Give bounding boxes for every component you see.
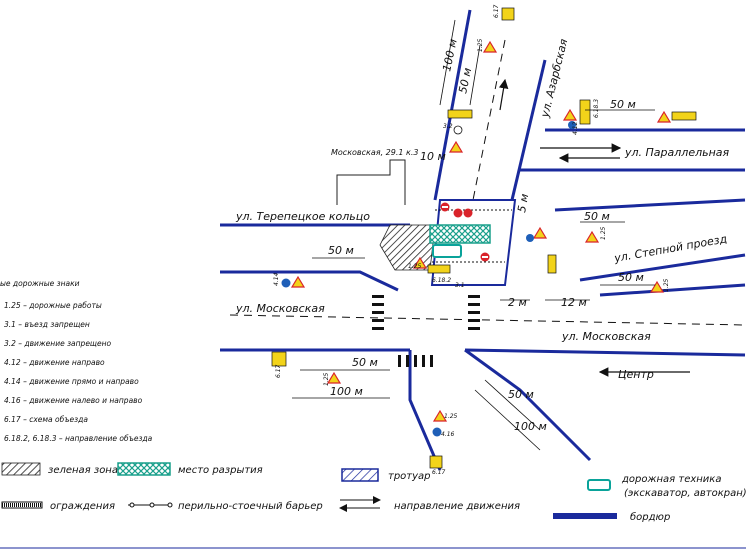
building-outline <box>336 159 406 205</box>
sign-label: 4.14 <box>273 272 280 286</box>
sign-legend-item: 3.1 – въезд запрещен <box>4 320 90 329</box>
detour-scheme-sign-icon <box>501 7 515 21</box>
dim-12m: 12 м <box>561 296 587 309</box>
road-signs <box>271 7 697 469</box>
green-zone-area <box>379 224 436 271</box>
sign-legend-item: 4.14 – движение прямо и направо <box>4 377 139 386</box>
sign-legend-item: 6.17 – схема объезда <box>4 415 88 424</box>
sign-label: 1.25 <box>600 226 607 240</box>
crosswalks <box>372 295 480 367</box>
sign-legend-item: 4.12 – движение направо <box>4 358 105 367</box>
no-entry-signs <box>440 202 490 262</box>
sign-label: 1.25 <box>323 372 330 386</box>
detour-scheme-sign-icon <box>271 351 287 367</box>
legend-sidewalk: тротуар <box>388 471 431 482</box>
road-works-sign-icon <box>482 40 498 53</box>
street-parallelnaya: ул. Параллельная <box>624 146 730 159</box>
dim-bottom-right-50: 50 м <box>508 388 534 401</box>
sign-label: 6.17 <box>275 364 282 378</box>
building-address: Московская, 29.1 к.3 <box>331 148 419 157</box>
legend-barrier: перильно-стоечный барьер <box>178 500 323 512</box>
excavation-swatch <box>117 462 171 476</box>
direction-center: Центр <box>618 368 654 381</box>
dim-left-50: 50 м <box>328 244 354 257</box>
sign-label: 6.18.3 <box>593 99 600 118</box>
sign-legend-item: 6.18.2, 6.18.3 – направление объезда <box>4 434 153 443</box>
sign-label: 6.17 <box>432 469 446 476</box>
moskovskaya-centerline <box>229 314 746 326</box>
detour-direction-sign-icon <box>447 109 473 119</box>
sign-label: 1.25 <box>663 278 670 292</box>
dim-2m: 2 м <box>508 296 527 309</box>
dim-bottom-left-100: 100 м <box>330 385 363 398</box>
dim-stepnoi-50: 50 м <box>618 271 644 284</box>
street-moskovskaya-right: ул. Московская <box>561 330 651 343</box>
road-edges <box>220 9 746 471</box>
sign-label: 1.25 <box>477 38 484 52</box>
sign-legend-item: 3.2 – движение запрещено <box>4 339 112 348</box>
dim-top-50: 50 м <box>456 67 474 95</box>
map-legend: зеленая зона место разрытия тротуар доро… <box>1 462 746 523</box>
legend-equipment-sub: (экскаватор, автокран) <box>624 488 746 499</box>
dimension-lines <box>292 19 655 451</box>
azarbskaya-centerline <box>472 39 506 201</box>
work-zone <box>429 199 517 286</box>
sign-label: 4.16 <box>441 431 455 438</box>
dim-top-100: 100 м <box>440 38 460 73</box>
dim-top-10: 10 м <box>420 150 446 163</box>
sign-label: 4.12 <box>572 121 579 135</box>
sign-legend-item: 1.25 – дорожные работы <box>4 301 102 310</box>
traffic-direction-arrows <box>498 78 690 377</box>
sign-legend: ые дорожные знаки 1.25 – дорожные работы… <box>0 279 153 443</box>
street-moskovskaya-left: ул. Московская <box>235 302 325 315</box>
sign-label: 3.2 <box>443 123 453 130</box>
legend-green-zone: зеленая зона <box>48 465 118 476</box>
street-azarbskaya: ул. Азарбская <box>538 37 570 120</box>
sign-label: 6.18.2 <box>432 277 451 284</box>
dim-right-50: 50 м <box>610 98 636 111</box>
green-zone-swatch <box>1 462 41 476</box>
equipment-swatch <box>587 479 611 491</box>
excavation-area <box>429 224 491 244</box>
sign-label: 6.17 <box>493 4 500 18</box>
dim-right-5: 5 м <box>515 193 531 214</box>
sign-legend-item: 4.16 – движение налево и направо <box>4 396 143 405</box>
sign-label: 3.1 <box>455 282 465 289</box>
street-terepetskoe: ул. Терепецкое кольцо <box>235 210 370 223</box>
legend-direction: направление движения <box>394 501 520 512</box>
sign-legend-title: ые дорожные знаки <box>0 279 80 288</box>
sign-label: 1.25 <box>444 413 458 420</box>
dim-mid-50: 50 м <box>584 210 610 223</box>
legend-excavation: место разрытия <box>178 465 263 476</box>
legend-equipment: дорожная техника <box>621 474 721 485</box>
legend-fence: ограждения <box>50 501 115 512</box>
legend-curb: бордюр <box>630 511 670 523</box>
curb-swatch <box>553 513 617 519</box>
equipment-icon <box>432 244 462 258</box>
sidewalk-swatch <box>341 468 379 482</box>
dim-bottom-left-50: 50 м <box>352 356 378 369</box>
dim-bottom-right-100: 100 м <box>514 420 547 433</box>
sign-label: 1.25 <box>408 263 422 270</box>
